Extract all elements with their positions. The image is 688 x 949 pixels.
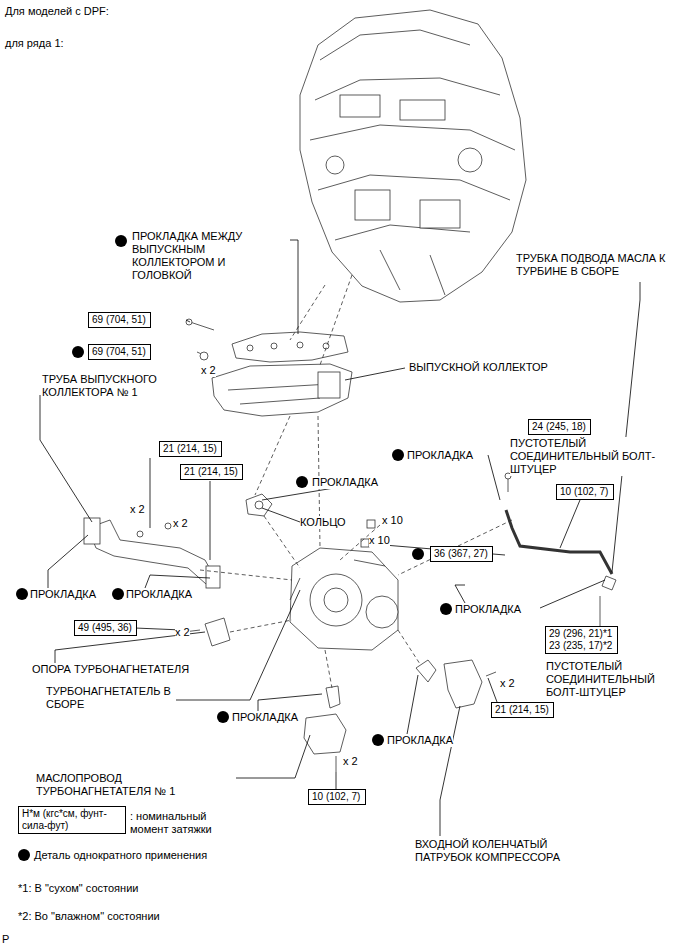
torque-value: 24 (245, 18) bbox=[532, 421, 587, 433]
torque-box: 21 (214, 15) bbox=[159, 441, 222, 457]
quantity-mark: x 10 bbox=[382, 514, 403, 527]
quantity-mark: x 2 bbox=[500, 677, 515, 690]
part-label: ПРОКЛАДКА bbox=[30, 588, 96, 601]
part-label: ПРОКЛАДКА bbox=[407, 449, 473, 462]
torque-value: Н*м (кгс*см, фунт-сила-фут) bbox=[22, 808, 122, 832]
part-label: ТУРБОНАГНЕТАТЕЛЬ В СБОРЕ bbox=[46, 685, 176, 711]
torque-value: 36 (367, 27) bbox=[434, 548, 489, 560]
part-label: для ряда 1: bbox=[5, 37, 64, 50]
torque-box: 69 (704, 51) bbox=[88, 344, 151, 360]
torque-box: 10 (102, 7) bbox=[308, 789, 366, 805]
part-label: ПУСТОТЕЛЫЙ СОЕДИНИТЕЛЬНЫЙ БОЛТ-ШТУЦЕР bbox=[546, 660, 684, 699]
torque-box: 69 (704, 51) bbox=[88, 312, 151, 328]
torque-value: 21 (214, 15) bbox=[495, 704, 550, 716]
torque-value: 21 (214, 15) bbox=[184, 466, 239, 478]
page-heading: Для моделей с DPF: bbox=[5, 5, 109, 18]
quantity-mark: x 2 bbox=[130, 503, 145, 516]
quantity-mark: x 10 bbox=[369, 534, 390, 547]
torque-box: 24 (245, 18) bbox=[528, 419, 591, 435]
torque-value: 10 (102, 7) bbox=[560, 486, 610, 498]
part-label: ТРУБКА ПОДВОДА МАСЛА К ТУРБИНЕ В СБОРЕ bbox=[516, 252, 684, 278]
part-label: ВХОДНОЙ КОЛЕНЧАТЫЙ ПАТРУБОК КОМПРЕССОРА bbox=[415, 838, 595, 864]
quantity-mark: x 2 bbox=[201, 364, 216, 377]
torque-value: 10 (102, 7) bbox=[312, 791, 362, 803]
torque-value: 49 (495, 36) bbox=[78, 622, 133, 634]
part-label: P bbox=[2, 933, 9, 946]
quantity-mark: x 2 bbox=[173, 517, 188, 530]
unit-legend-box: Н*м (кгс*см, фунт-сила-фут) bbox=[18, 806, 126, 834]
part-label: ПРОКЛАДКА bbox=[455, 603, 521, 616]
part-label: ПУСТОТЕЛЫЙ СОЕДИНИТЕЛЬНЫЙ БОЛТ-ШТУЦЕР bbox=[510, 437, 685, 476]
part-label: *1: В "сухом" состоянии bbox=[18, 882, 138, 895]
torque-box: 49 (495, 36) bbox=[74, 620, 137, 636]
legend-text: Деталь однократного применения bbox=[34, 849, 207, 862]
part-label: ПРОКЛАДКА bbox=[312, 476, 378, 489]
torque-value: 23 (235, 17)*2 bbox=[549, 640, 614, 652]
part-label: ПРОКЛАДКА МЕЖДУ ВЫПУСКНЫМ КОЛЛЕКТОРОМ И … bbox=[132, 230, 272, 282]
part-label: ПРОКЛАДКА bbox=[387, 734, 453, 747]
torque-box: 29 (296, 21)*123 (235, 17)*2 bbox=[545, 626, 618, 654]
torque-value: 69 (704, 51) bbox=[92, 314, 147, 326]
part-label: МАСЛОПРОВОД ТУРБОНАГНЕТАТЕЛЯ № 1 bbox=[36, 772, 236, 798]
part-label: : номинальный момент затяжки bbox=[130, 810, 242, 836]
torque-value: 29 (296, 21)*1 bbox=[549, 628, 614, 640]
torque-box: 36 (367, 27) bbox=[430, 546, 493, 562]
torque-value: 69 (704, 51) bbox=[92, 346, 147, 358]
quantity-mark: x 2 bbox=[175, 626, 190, 639]
quantity-mark: x 2 bbox=[343, 755, 358, 768]
torque-value: 21 (214, 15) bbox=[163, 443, 218, 455]
torque-box: 21 (214, 15) bbox=[491, 702, 554, 718]
part-label: ТРУБА ВЫПУСКНОГО КОЛЛЕКТОРА № 1 bbox=[42, 373, 182, 399]
part-label: КОЛЬЦО bbox=[300, 516, 346, 529]
part-label: *2: Во "влажном" состоянии bbox=[18, 910, 160, 923]
part-label: ПРОКЛАДКА bbox=[232, 711, 298, 724]
part-label: ОПОРА ТУРБОНАГНЕТАТЕЛЯ bbox=[32, 663, 189, 676]
part-label: ВЫПУСКНОЙ КОЛЛЕКТОР bbox=[409, 361, 548, 374]
single-use-marker bbox=[16, 235, 452, 861]
torque-box: 10 (102, 7) bbox=[556, 484, 614, 500]
torque-box: 21 (214, 15) bbox=[180, 464, 243, 480]
part-label: ПРОКЛАДКА bbox=[126, 588, 192, 601]
